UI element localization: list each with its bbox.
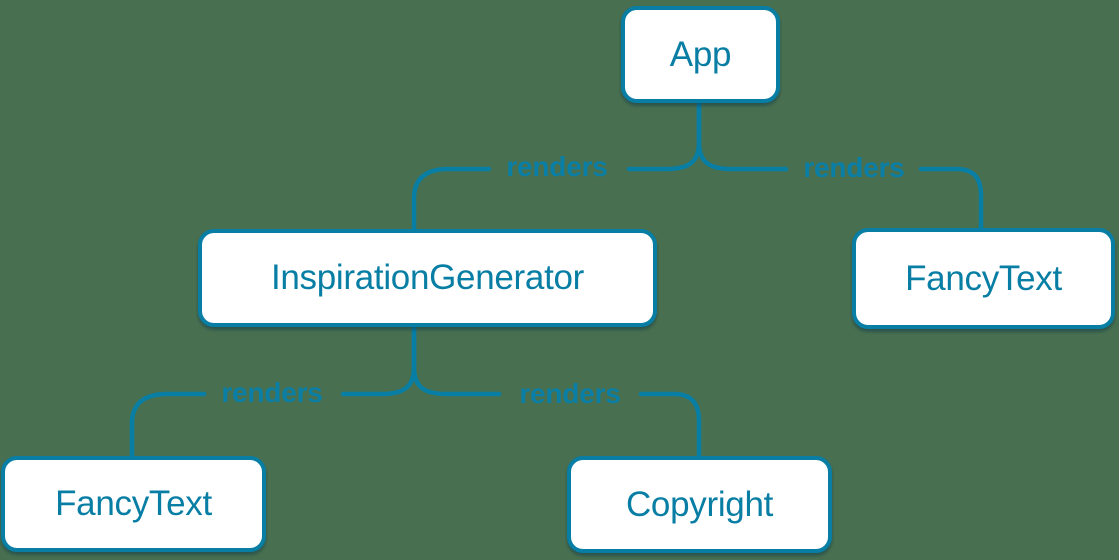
node-fancy-text-bottom-label: FancyText — [55, 484, 212, 523]
node-fancy-text-bottom: FancyText — [1, 456, 266, 552]
edge-inspirationgenerator-to-copyright — [411, 325, 702, 461]
node-app: App — [621, 6, 780, 103]
edge-label-renders-app-fancytext: renders — [803, 152, 905, 183]
node-app-label: App — [669, 34, 732, 74]
node-copyright-label: Copyright — [625, 484, 774, 524]
edge-label-renders-app-inspiration: renders — [506, 151, 608, 182]
edge-app-to-fancytext — [696, 98, 984, 233]
node-fancy-text-top: FancyText — [852, 228, 1115, 329]
node-copyright: Copyright — [567, 456, 832, 553]
node-inspiration-generator-label: InspirationGenerator — [270, 258, 585, 297]
edge-label-renders-inspiration-copyright: renders — [519, 378, 621, 409]
node-fancy-text-top-label: FancyText — [905, 258, 1062, 298]
node-inspiration-generator: InspirationGenerator — [198, 229, 657, 327]
edge-label-renders-inspiration-fancytext: renders — [221, 377, 323, 408]
